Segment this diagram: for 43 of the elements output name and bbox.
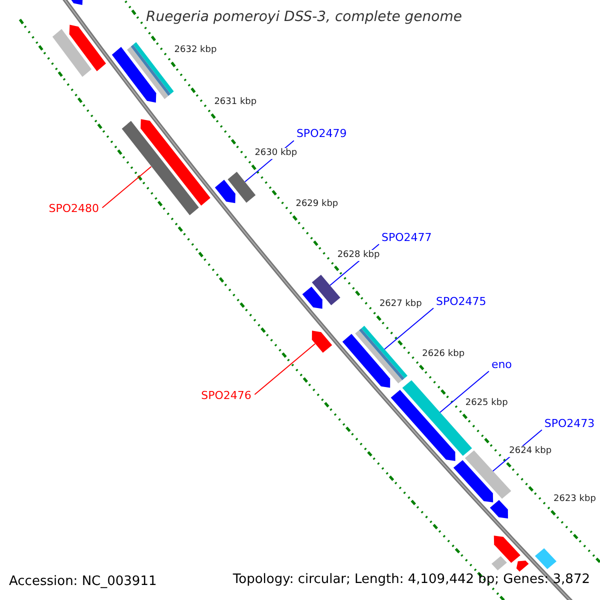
scale-label: 2631 kbp xyxy=(213,97,258,108)
gene-bar xyxy=(492,556,507,570)
gene-label: eno xyxy=(491,358,512,370)
gene-bar xyxy=(453,460,494,502)
accession-text: Accession: NC_003911 xyxy=(9,575,157,588)
gene-bar xyxy=(516,560,529,572)
scale-label: 2632 kbp xyxy=(173,45,218,56)
scale-label: 2629 kbp xyxy=(294,199,340,210)
gene-bar xyxy=(494,536,520,563)
gene-bar xyxy=(127,42,174,100)
gene-bar xyxy=(69,24,106,72)
scale-label: 2626 kbp xyxy=(421,348,466,360)
gene-label: SPO2473 xyxy=(544,418,595,429)
gene-bar xyxy=(342,334,390,388)
gene-bar xyxy=(112,46,156,103)
scale-label: 2624 kbp xyxy=(508,446,553,458)
gene-bar xyxy=(390,390,456,461)
gene-bar xyxy=(122,120,199,216)
leader-line xyxy=(384,308,434,350)
gene-bar xyxy=(355,326,408,384)
gene-bar xyxy=(52,29,92,77)
gene-label: SPO2477 xyxy=(382,232,432,243)
gene-label: SPO2475 xyxy=(436,296,486,307)
scale-label: 2630 kbp xyxy=(254,148,298,160)
gene-bar xyxy=(312,330,332,353)
gene-bar xyxy=(312,274,340,306)
scale-label: 2625 kbp xyxy=(464,398,509,409)
scale-label: 2623 kbp xyxy=(552,494,597,506)
map-title: Ruegeria pomeroyi DSS-3, complete genome xyxy=(146,10,462,24)
scale-label: 2628 kbp xyxy=(336,250,381,260)
gene-bar xyxy=(534,548,556,570)
gene-bar xyxy=(464,450,512,499)
genome-info-text: Topology: circular; Length: 4,109,442 bp; Genes: 3,872 xyxy=(232,573,590,586)
leader-line xyxy=(254,343,316,395)
scale-label: 2627 kbp xyxy=(378,299,423,310)
gene-label: SPO2479 xyxy=(296,128,347,140)
gene-label: SPO2476 xyxy=(201,390,252,401)
gene-bar xyxy=(140,119,210,206)
gene-bar xyxy=(228,172,256,203)
gene-bar xyxy=(302,286,322,309)
leader-line xyxy=(440,370,490,413)
gene-bar xyxy=(214,180,236,204)
gene-label: SPO2480 xyxy=(48,203,100,214)
